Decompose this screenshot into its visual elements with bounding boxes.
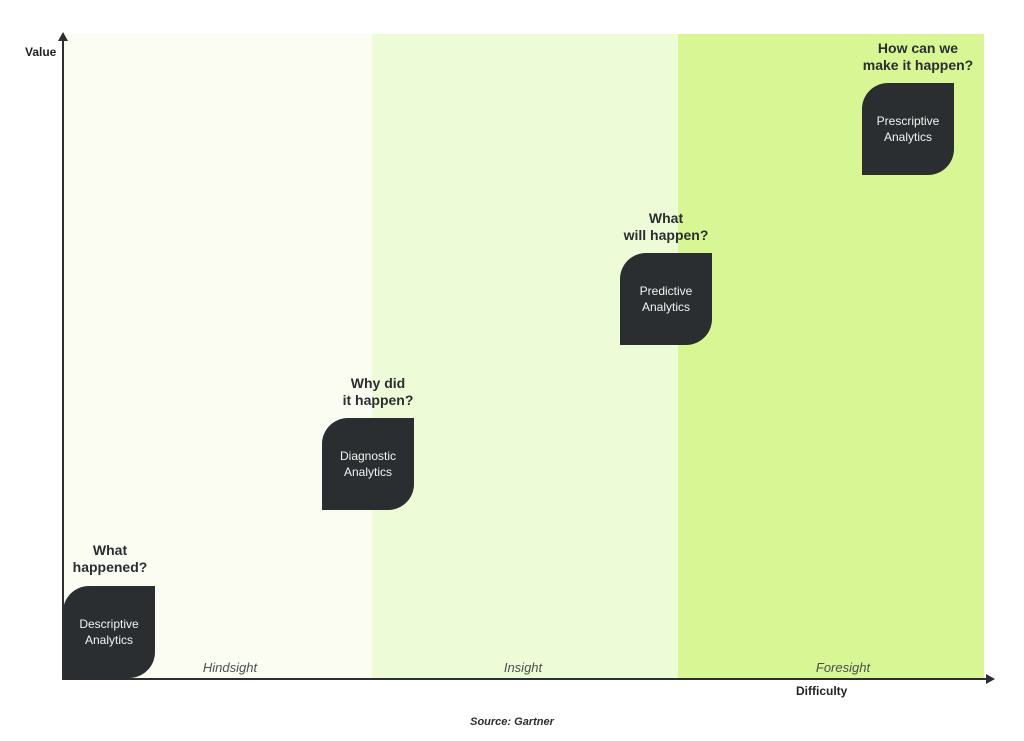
diagnostic-name-line1: Diagnostic xyxy=(339,449,397,463)
prescriptive-name-line2: Analytics xyxy=(883,130,933,144)
descriptive-question-line1: What xyxy=(92,542,128,558)
hindsight-band xyxy=(63,34,372,678)
descriptive-question-line2: happened? xyxy=(72,559,148,575)
source-caption: Source: Gartner xyxy=(470,716,554,728)
diagnostic-name-line2: Analytics xyxy=(343,465,393,479)
predictive-question-line2: will happen? xyxy=(623,227,709,243)
descriptive-analytics-box: Descriptive Analytics xyxy=(63,586,155,678)
predictive-name-line1: Predictive xyxy=(639,284,693,298)
predictive-question-line1: What xyxy=(648,210,684,226)
x-axis-arrow-icon xyxy=(986,674,995,684)
foresight-label: Foresight xyxy=(815,660,871,675)
prescriptive-question-line2: make it happen? xyxy=(862,57,974,73)
prescriptive-analytics-box: Prescriptive Analytics xyxy=(862,83,954,175)
descriptive-question: What happened? xyxy=(30,542,190,576)
insight-label: Insight xyxy=(503,660,543,675)
descriptive-name-line1: Descriptive xyxy=(79,617,139,631)
y-axis-line xyxy=(62,40,64,679)
insight-band xyxy=(372,34,678,678)
hindsight-label: Hindsight xyxy=(202,660,258,675)
diagnostic-question-line2: it happen? xyxy=(342,392,414,408)
prescriptive-question: How can we make it happen? xyxy=(838,40,998,74)
diagnostic-question: Why did it happen? xyxy=(298,375,458,409)
predictive-name-line2: Analytics xyxy=(641,300,691,314)
y-axis-title: Value xyxy=(25,45,57,59)
diagnostic-analytics-box: Diagnostic Analytics xyxy=(322,418,414,510)
prescriptive-question-line1: How can we xyxy=(877,40,959,56)
predictive-analytics-box: Predictive Analytics xyxy=(620,253,712,345)
predictive-question: What will happen? xyxy=(586,210,746,244)
prescriptive-name-line1: Prescriptive xyxy=(876,114,940,128)
descriptive-name-line2: Analytics xyxy=(84,633,133,647)
diagnostic-question-line1: Why did xyxy=(350,375,406,391)
y-axis-arrow-icon xyxy=(58,32,68,41)
x-axis-title: Difficulty xyxy=(796,684,848,698)
x-axis-line xyxy=(62,678,988,680)
